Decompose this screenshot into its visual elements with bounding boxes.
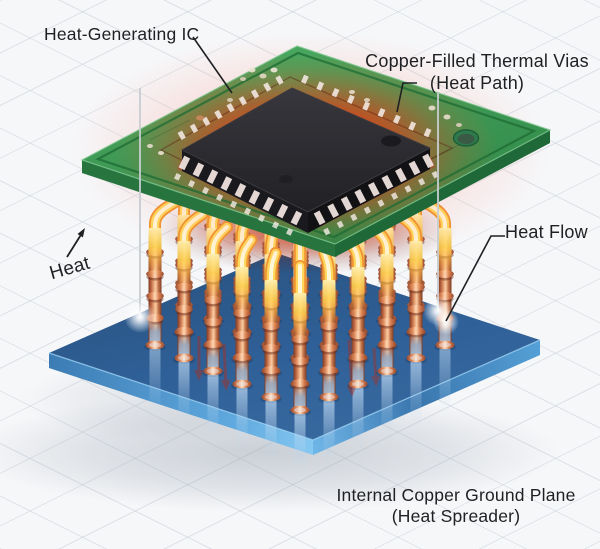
glow-dot-left (124, 301, 156, 333)
label-ground-plane: Internal Copper Ground Plane (Heat Sprea… (320, 485, 592, 528)
mounting-hole (452, 129, 480, 147)
label-ground-plane-line2: (Heat Spreader) (391, 506, 521, 527)
board-silkscreen-border (95, 51, 537, 239)
vias-leader-line (396, 82, 417, 113)
label-heat-generating-ic: Heat-Generating IC (44, 24, 200, 44)
label-ground-plane-line1: Internal Copper Ground Plane (336, 485, 576, 505)
heat-direction-arrow-icon (66, 228, 85, 258)
ic-leader-line (192, 36, 233, 94)
leader-lines (192, 36, 505, 322)
heat-flow-leader-line (445, 235, 505, 322)
label-heat-flow: Heat Flow (505, 222, 588, 242)
pcb-board (70, 32, 552, 268)
flow-indicator-lines (124, 88, 459, 335)
chip-mold-mark (279, 175, 293, 183)
label-thermal-vias-line1: Copper-Filled Thermal Vias (365, 51, 589, 71)
board-pads (147, 67, 462, 236)
glow-dot-leader (433, 309, 459, 335)
chip-pins (178, 153, 434, 226)
label-thermal-vias: Copper-Filled Thermal Vias (Heat Path) (352, 51, 600, 95)
chip-mold-mark (381, 135, 401, 147)
label-thermal-vias-line2: (Heat Path) (429, 72, 525, 93)
